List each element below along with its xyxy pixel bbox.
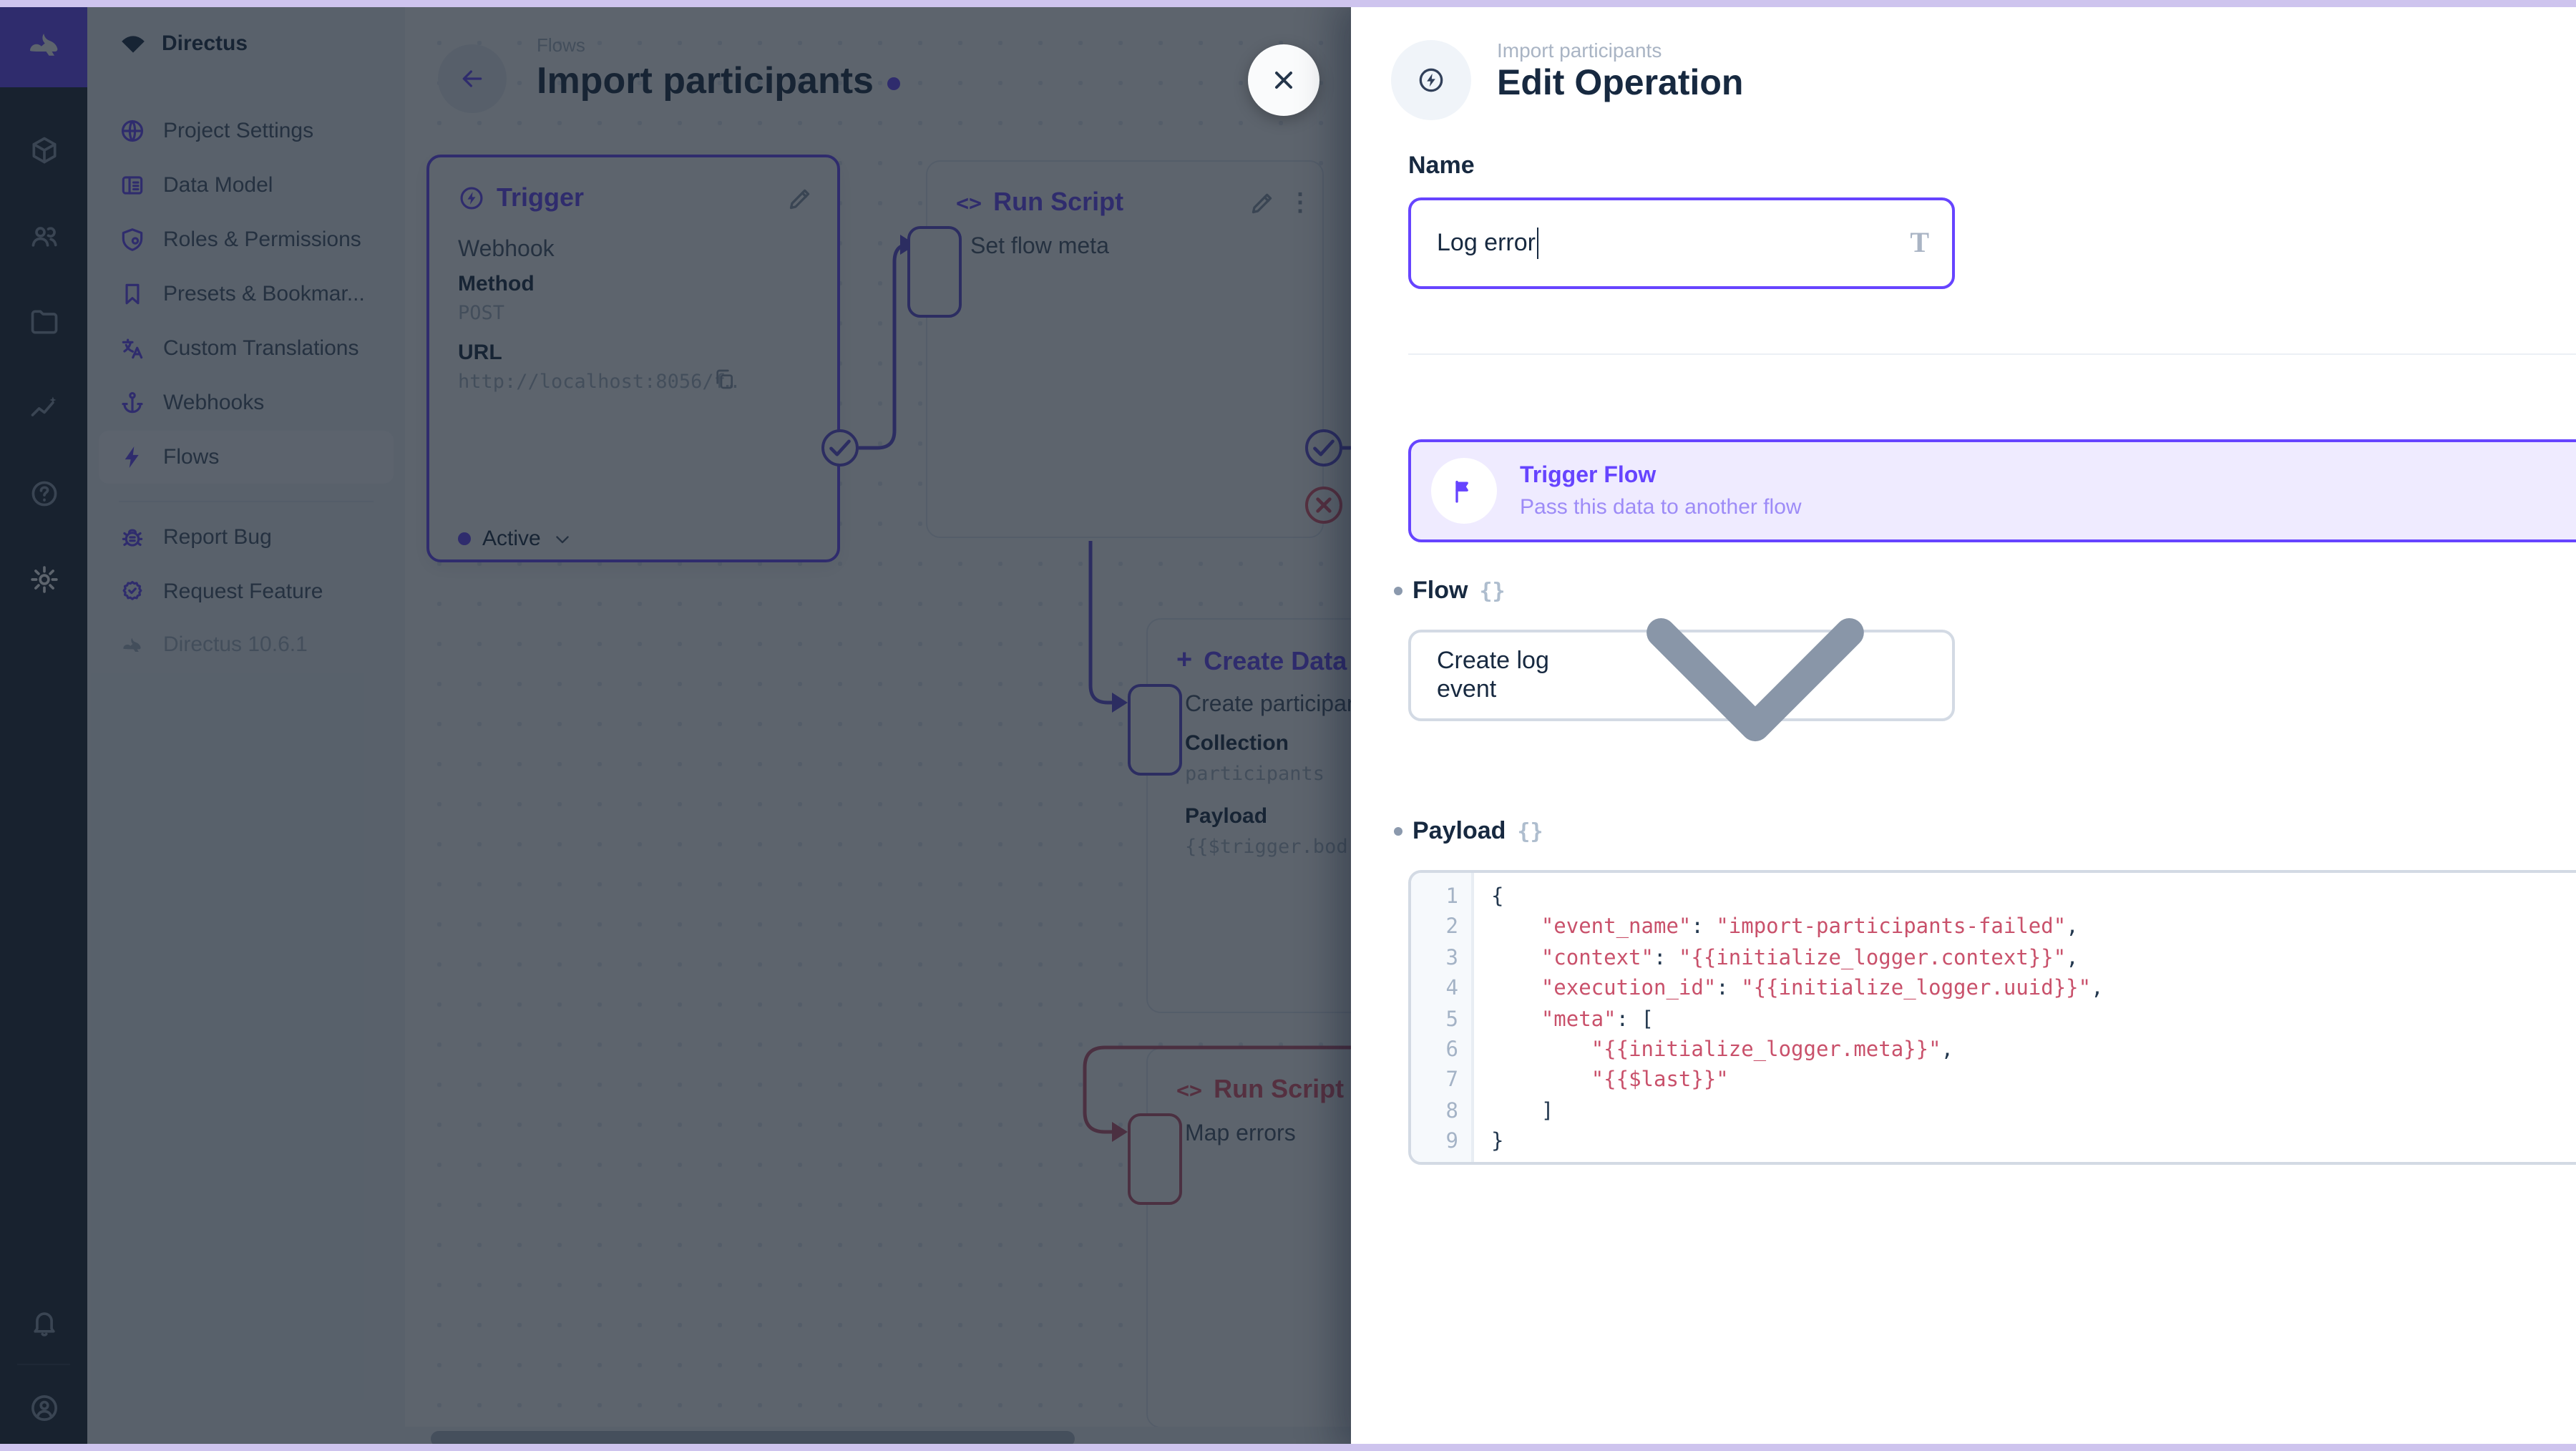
banner-title: Trigger Flow [1520,463,1657,487]
line-number: 6 [1445,1039,1458,1062]
line-number: 3 [1445,947,1458,970]
code-line: ] [1491,1100,1554,1123]
raw-value-icon[interactable]: {} [1479,578,1506,604]
line-number: 7 [1445,1069,1458,1093]
drawer-title: Edit Operation [1497,63,1744,103]
banner-texts: Trigger Flow Pass this data to another f… [1520,463,2576,519]
code-line: "context": "{{initialize_logger.context}… [1541,947,2079,970]
name-label: Name [1408,152,1475,179]
flow-select[interactable]: Create log event [1408,617,1955,741]
section-divider [1408,353,2576,355]
code-line: "event_name": "import-participants-faile… [1541,916,2079,939]
line-number: 4 [1445,977,1458,1001]
required-dot [1394,827,1402,836]
flow-label: Flow {} [1394,577,1506,605]
text-caret [1536,228,1539,259]
line-number: 9 [1445,1130,1458,1154]
line-number: 2 [1445,916,1458,939]
edit-operation-drawer: Import participants Edit Operation Name … [1351,0,2576,1451]
flag-icon [1450,477,1478,505]
code-line: "{{$last}}" [1591,1069,1729,1093]
code-body[interactable]: { "event_name": "import-participants-fai… [1474,873,2576,1162]
drawer-breadcrumb: Import participants [1497,39,1662,62]
bolt-circle-icon [1417,66,1445,94]
raw-value-icon[interactable]: {} [1517,819,1543,844]
trigger-flow-banner[interactable]: Trigger Flow Pass this data to another f… [1408,439,2576,542]
line-number: 8 [1445,1100,1458,1123]
banner-subtitle: Pass this data to another flow [1520,494,1802,519]
operation-header-icon [1391,40,1471,120]
close-icon [1269,66,1298,94]
line-number: 5 [1445,1008,1458,1032]
window-bottom-accent [0,1444,2576,1451]
code-line: "meta": [ [1541,1008,1654,1032]
code-line: { [1491,886,1504,909]
close-drawer-button[interactable] [1248,44,1319,116]
window-top-accent [0,0,2576,7]
name-input[interactable]: Log error T [1408,197,1955,289]
required-dot [1394,587,1402,595]
flag-icon-circle [1431,458,1497,524]
chevron-down-icon [1581,502,1929,849]
payload-code-editor[interactable]: 1 2 3 4 5 6 7 8 9 { "event_name": "import-partic… [1408,870,2576,1165]
line-number: 1 [1445,886,1458,909]
title-format-icon: T [1910,227,1929,258]
line-number-gutter: 1 2 3 4 5 6 7 8 9 [1411,873,1474,1162]
payload-label: Payload {} [1394,817,1543,846]
drawer-overlay[interactable] [0,0,1351,1451]
code-line: } [1491,1130,1504,1154]
code-line: "{{initialize_logger.meta}}", [1591,1039,1954,1062]
code-line: "execution_id": "{{initialize_logger.uui… [1541,977,2104,1001]
